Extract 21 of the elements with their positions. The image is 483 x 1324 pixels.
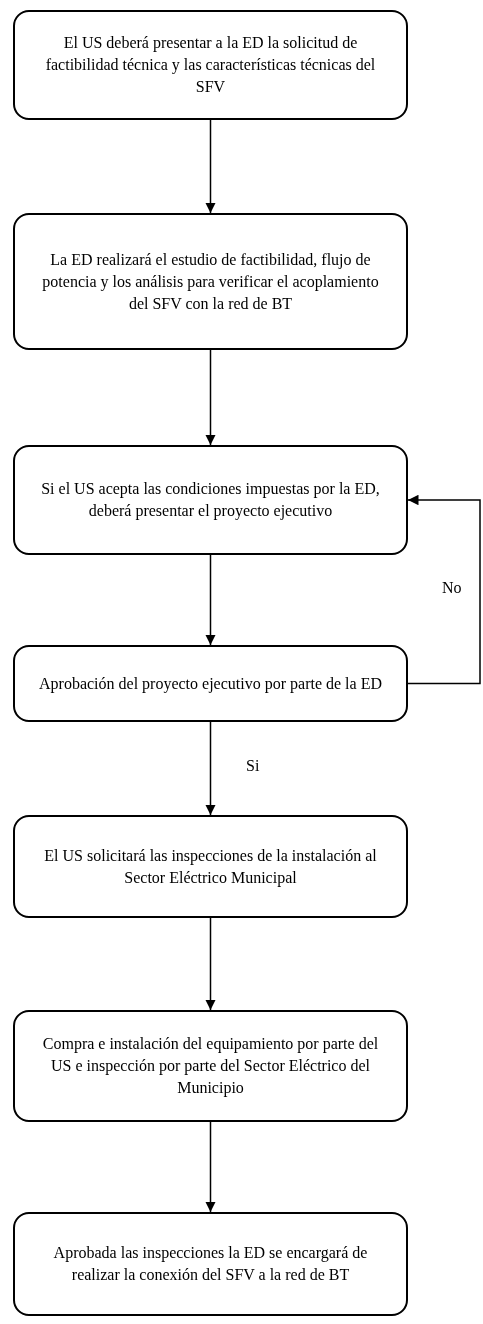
step-text: La ED realizará el estudio de factibilidad, flujo de potencia y los análisis para verificar el acoplamiento del SFV con la red de BT	[41, 249, 380, 314]
step-text: Aprobada las inspecciones la ED se encargará de realizar la conexión del SFV a la red de BT	[52, 1243, 369, 1285]
arrow	[205, 349, 216, 446]
arrow	[205, 1121, 216, 1213]
process-box	[13, 445, 408, 555]
step-text: Compra e instalación del equipamiento por parte del US e inspección por parte del Sector Eléctrico del Municipio	[41, 1034, 380, 1099]
process-box	[13, 1010, 408, 1122]
process-box	[13, 10, 408, 120]
process-box	[13, 815, 408, 918]
step-text: Aprobación del proyecto ejecutivo por parte de la ED	[39, 673, 382, 695]
arrow	[407, 494, 481, 685]
arrow	[205, 119, 216, 214]
step-text: Si el US acepta las condiciones impuestas por la ED, deberá presentar el proyecto ejecutivo	[40, 479, 381, 522]
process-box	[13, 1212, 408, 1316]
arrow	[205, 721, 216, 816]
step-text: El US solicitará las inspecciones de la instalación al Sector Eléctrico Municipal	[43, 845, 378, 889]
arrow	[205, 554, 216, 646]
arrow	[205, 917, 216, 1011]
process-box	[13, 645, 408, 722]
process-box	[13, 213, 408, 350]
step-text: El US deberá presentar a la ED la solicitud de factibilidad técnica y las características técnicas del SFV	[44, 33, 377, 97]
